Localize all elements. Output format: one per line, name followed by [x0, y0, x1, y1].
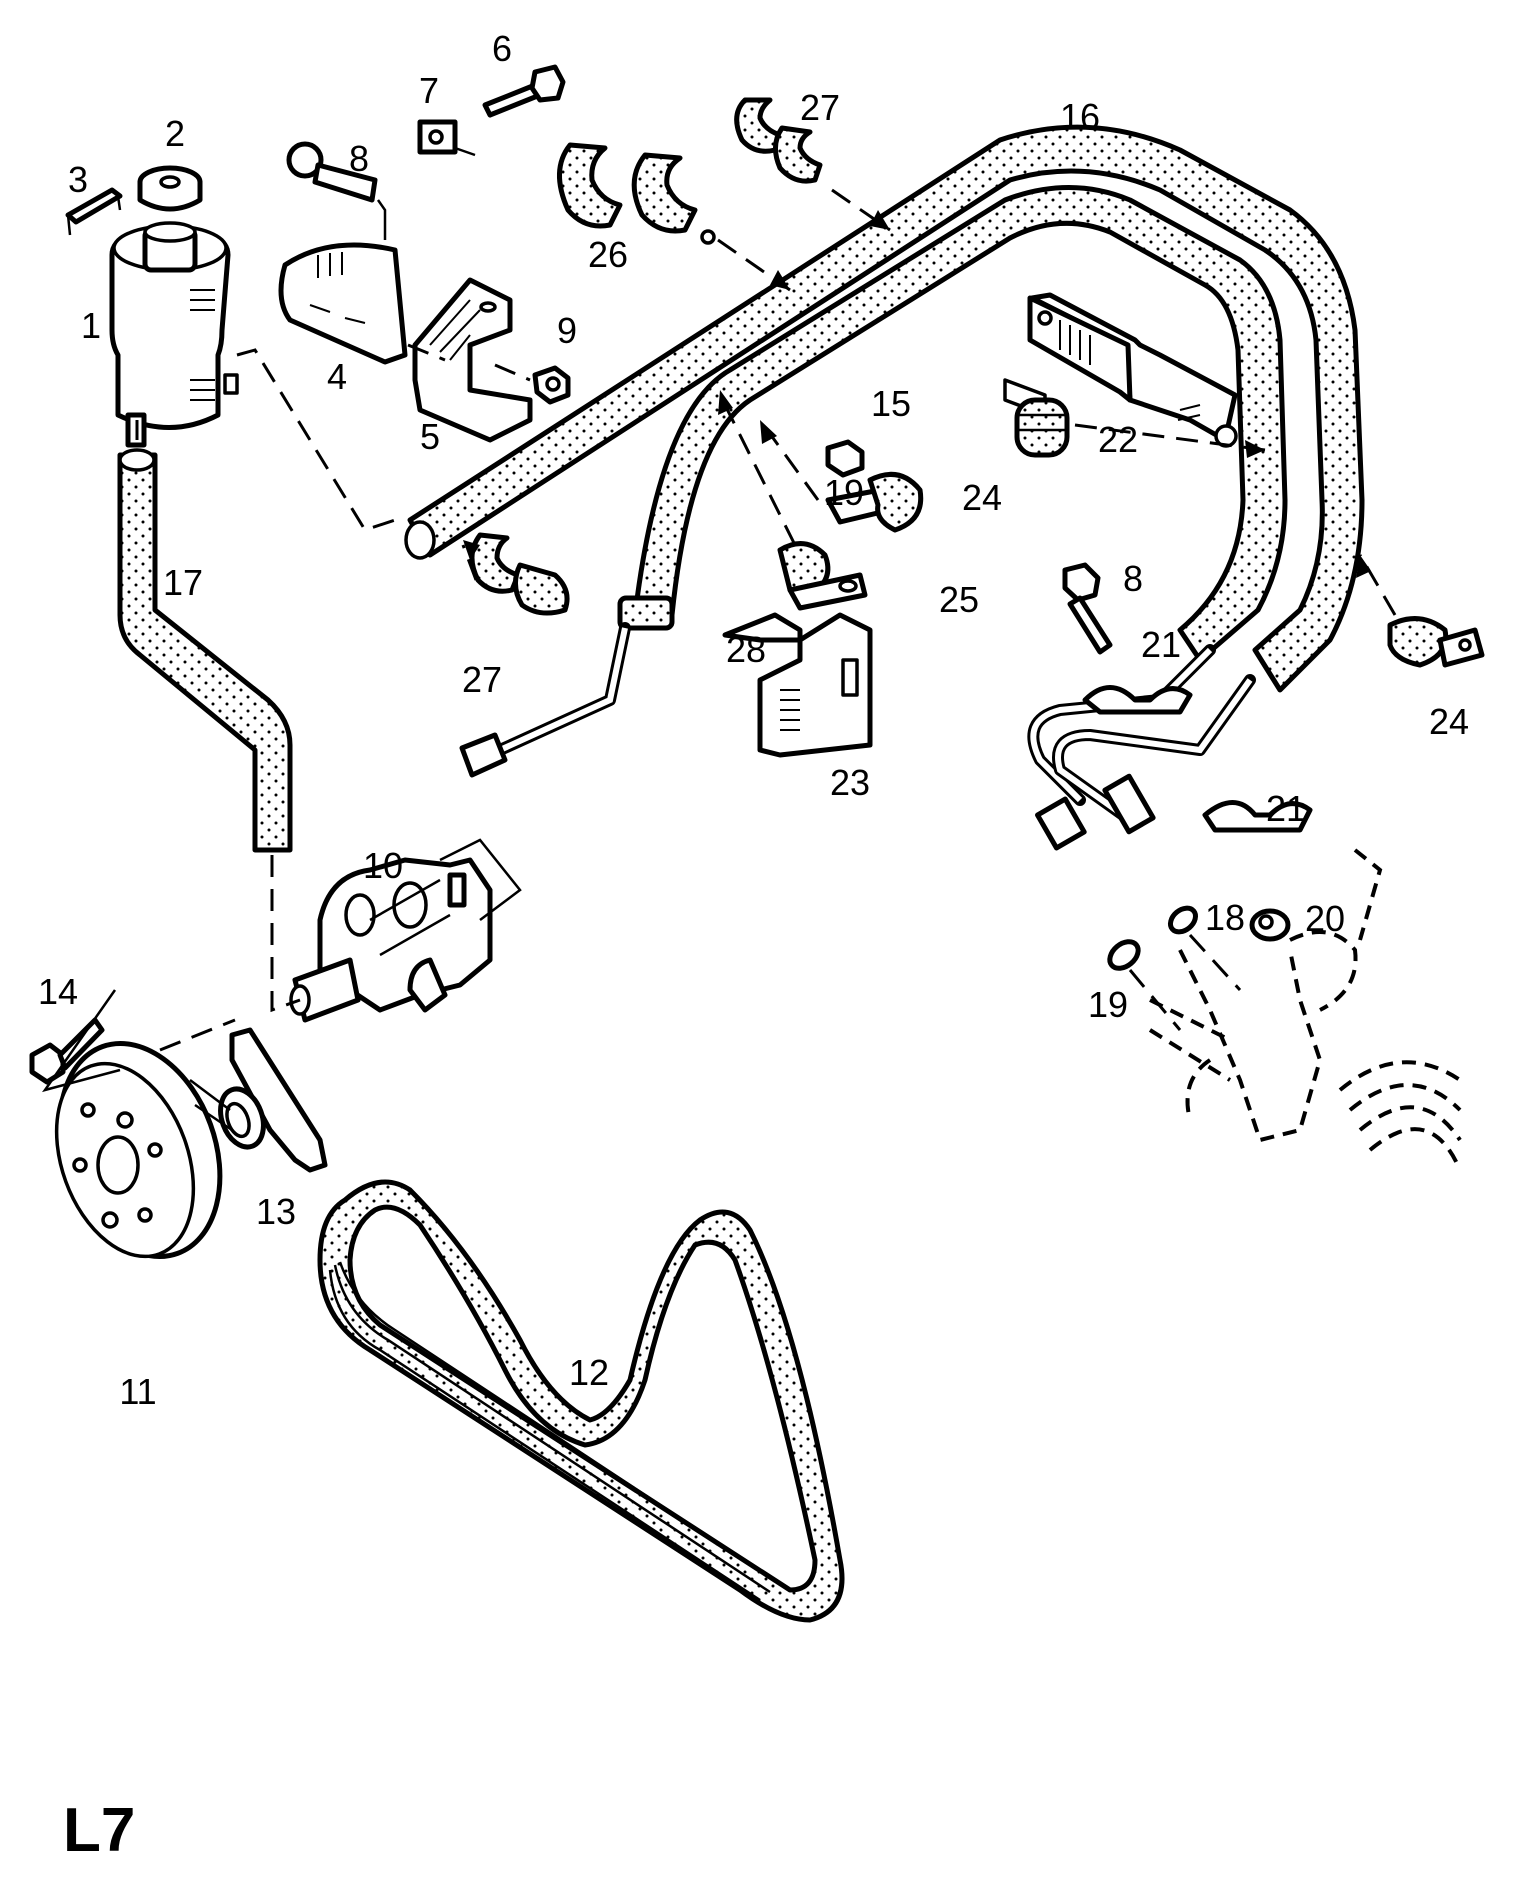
seal-ring — [1167, 905, 1199, 935]
callout-18: 18 — [1205, 897, 1245, 938]
p-clip — [825, 471, 924, 533]
callout-13: 13 — [256, 1191, 296, 1232]
nut — [1249, 908, 1291, 942]
mounting-bracket — [412, 277, 533, 443]
callout-14: 14 — [38, 971, 78, 1012]
reservoir-bracket-clamp — [278, 242, 408, 365]
clip-nut — [417, 119, 476, 157]
callout-12: 12 — [569, 1352, 609, 1393]
pulley — [54, 1040, 233, 1260]
callout-6: 6 — [492, 28, 512, 69]
callout-24b: 24 — [1429, 701, 1469, 742]
callout-9: 9 — [557, 310, 577, 351]
drive-belt — [317, 1179, 845, 1623]
callout-15: 15 — [871, 383, 911, 424]
hose-clip — [734, 97, 823, 184]
retaining-clip — [65, 187, 123, 236]
callout-1: 1 — [81, 305, 101, 346]
callout-25: 25 — [939, 579, 979, 620]
callout-11: 11 — [119, 1371, 156, 1412]
bolt — [482, 64, 566, 118]
steering-gear-ghost — [1148, 848, 1462, 1171]
fluid-reservoir — [109, 221, 239, 448]
pipe-clamp — [1202, 800, 1313, 833]
callout-5: 5 — [420, 416, 440, 457]
callout-20: 20 — [1305, 898, 1345, 939]
pump-bracket — [218, 1027, 328, 1173]
double-hose-clip — [557, 142, 716, 245]
callout-4: 4 — [327, 356, 347, 397]
power-steering-pump — [289, 857, 493, 1023]
p-clip — [777, 541, 868, 611]
bolt — [286, 141, 387, 240]
bolt — [1062, 562, 1113, 655]
callout-19b: 19 — [1088, 984, 1128, 1025]
callout-8a: 8 — [349, 138, 369, 179]
callout-16: 16 — [1060, 96, 1100, 137]
p-clip — [1356, 554, 1485, 668]
hose-bracket — [722, 612, 873, 758]
callout-26: 26 — [588, 234, 628, 275]
callout-27b: 27 — [462, 659, 502, 700]
return-hose-16 — [404, 124, 1365, 693]
heat-shield-bracket — [1027, 292, 1238, 448]
grommet-clip — [1003, 378, 1266, 458]
page-code: L7 — [63, 1796, 136, 1865]
reservoir-cap — [137, 165, 203, 212]
callout-10: 10 — [363, 845, 403, 886]
callout-17: 17 — [163, 562, 203, 603]
suction-hose-17 — [117, 448, 293, 853]
seal-ring — [1107, 939, 1141, 971]
metal-pipes — [459, 622, 1256, 851]
hose-clip — [469, 532, 570, 616]
callout-27a: 27 — [800, 87, 840, 128]
callout-7: 7 — [419, 70, 439, 111]
callout-23: 23 — [830, 762, 870, 803]
nut — [825, 439, 865, 478]
assembly-leader-lines — [42, 188, 1242, 1093]
callout-21b: 21 — [1266, 788, 1306, 829]
callout-21a: 21 — [1141, 624, 1181, 665]
pipe-clamp — [1082, 685, 1193, 715]
callout-22: 22 — [1098, 419, 1138, 460]
nut — [532, 365, 571, 405]
callout-3: 3 — [68, 159, 88, 200]
callout-24a: 24 — [962, 477, 1002, 518]
callout-2: 2 — [165, 113, 185, 154]
callout-8b: 8 — [1123, 558, 1143, 599]
callout-28: 28 — [726, 629, 766, 670]
callout-19a: 19 — [824, 472, 864, 513]
